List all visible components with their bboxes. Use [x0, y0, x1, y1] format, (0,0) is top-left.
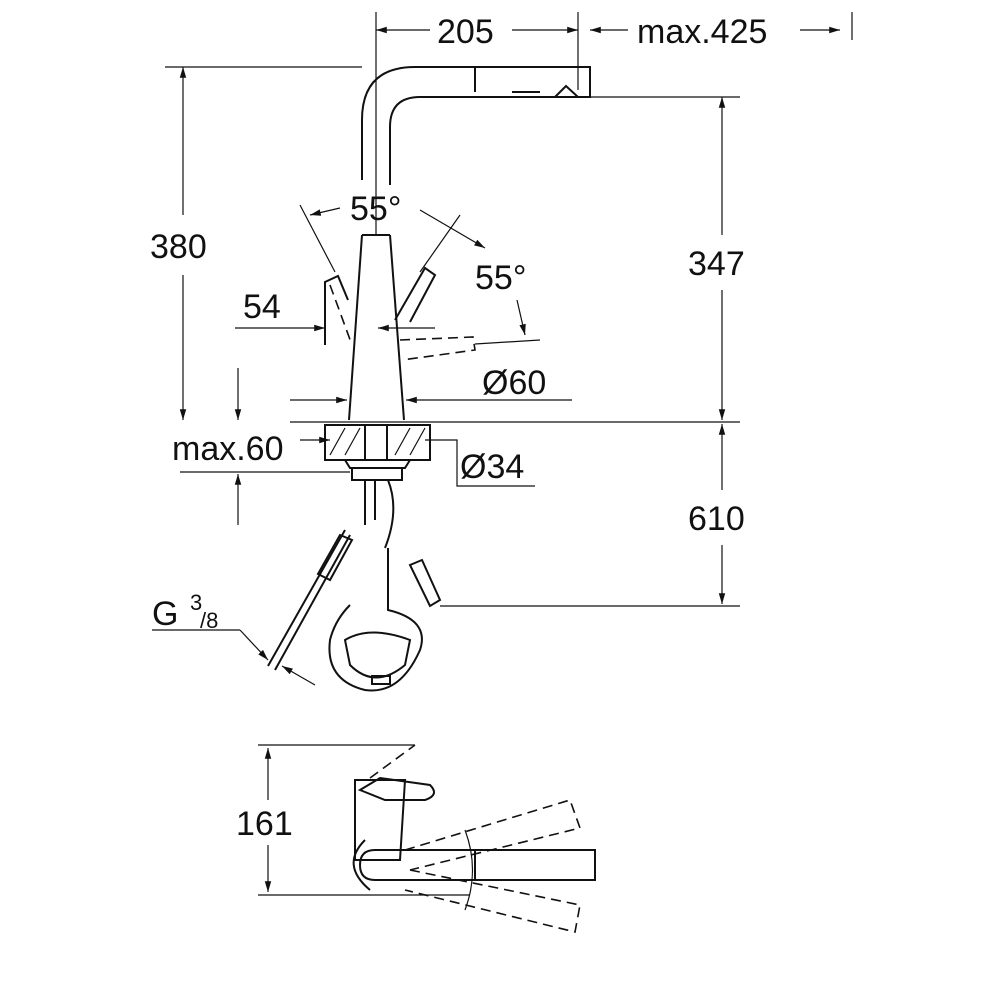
dim-max-60: max.60	[172, 430, 284, 468]
dim-161: 161	[236, 805, 293, 843]
dim-angle-55-top: 55°	[350, 190, 401, 228]
dim-thread-den: /8	[200, 608, 218, 633]
top-dimensions: 205 max.425	[375, 12, 853, 235]
dim-max-425: max.425	[637, 13, 767, 51]
dim-54: 54	[243, 288, 281, 326]
dim-610: 610	[688, 500, 745, 538]
dim-thread-g: G	[152, 595, 178, 633]
top-view	[258, 744, 596, 933]
dim-380: 380	[150, 228, 207, 266]
dim-angle-55-side: 55°	[475, 259, 526, 297]
dim-diameter-34: Ø34	[460, 448, 524, 486]
faucet-spout	[361, 66, 591, 185]
dim-thread-num: 3	[190, 590, 202, 615]
supply-hoses	[267, 529, 442, 692]
dim-347: 347	[688, 245, 745, 283]
faucet-body	[299, 204, 541, 421]
dim-diameter-60: Ø60	[482, 364, 546, 402]
dim-205: 205	[437, 13, 494, 51]
